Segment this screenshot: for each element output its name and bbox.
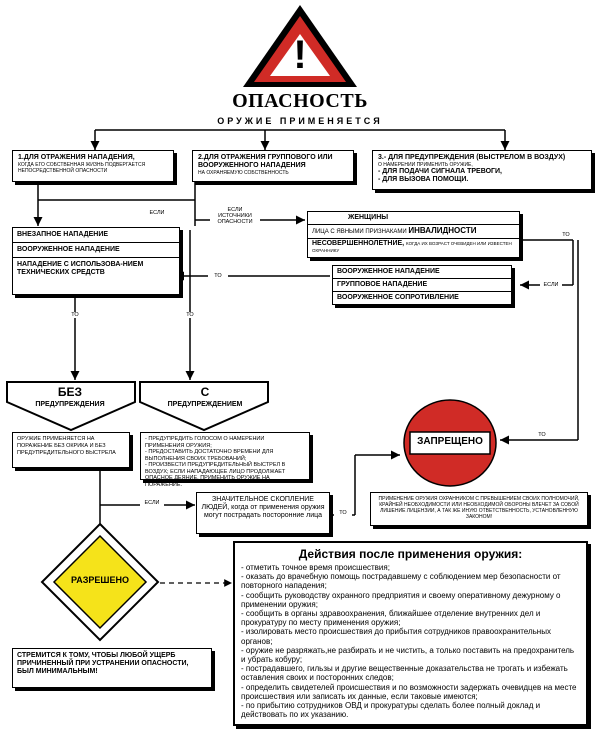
persons-disabled-pre: ЛИЦА С ЯВНЫМИ ПРИЗНАКАМИ: [312, 229, 407, 235]
persons-minors-main: НЕСОВЕРШЕННОЛЕТНИЕ,: [312, 240, 405, 247]
actions-item: - оказать до врачебную помощь пострадавш…: [241, 572, 561, 591]
label-to-crowd: ТО: [334, 510, 352, 516]
label-to-center: ТО: [180, 312, 200, 318]
crowd-box: ЗНАЧИТЕЛЬНОЕ СКОПЛЕНИЕ ЛЮДЕЙ, когда от п…: [196, 492, 330, 534]
with-warning-title: С: [200, 385, 210, 399]
exclamation-mark: !: [293, 33, 307, 77]
label-if-right: ЕСЛИ: [540, 282, 562, 288]
with-warning-step-3: - ПРОИЗВЕСТИ ПРЕДУПРЕДИТЕЛЬНЫЙ ВЫСТРЕЛ В…: [145, 462, 286, 488]
actions-item: - изолировать место происшествия до приб…: [241, 627, 551, 646]
without-warning-title: БЕЗ: [57, 385, 83, 399]
persons-disabled-main: ИНВАЛИДНОСТИ: [408, 226, 477, 235]
actions-item: - сообщить в органы здравоохранения, бли…: [241, 609, 541, 628]
persons-women: ЖЕНЩИНЫ: [308, 212, 519, 225]
case-2-title: 2.ДЛЯ ОТРАЖЕНИЯ ГРУППОВОГО ИЛИ ВООРУЖЕНН…: [198, 154, 333, 169]
without-warning-box: ОРУЖИЕ ПРИМЕНЯЕТСЯ НА ПОРАЖЕНИЕ БЕЗ ОКРИ…: [12, 432, 130, 468]
case-1-title: 1.ДЛЯ ОТРАЖЕНИЯ НАПАДЕНИЯ,: [18, 154, 135, 161]
without-warning-sub: ПРЕДУПРЕЖДЕНИЯ: [35, 401, 105, 408]
actions-item: - определить свидетелей происшествия и п…: [241, 682, 577, 701]
case-3-title: 3.- ДЛЯ ПРЕДУПРЕЖДЕНИЯ (ВЫСТРЕЛОМ В ВОЗД…: [378, 154, 566, 161]
case-3-item-2: - ДЛЯ ВЫЗОВА ПОМОЩИ.: [378, 176, 469, 183]
attack-armed: ВООРУЖЕННОЕ НАПАДЕНИЕ: [333, 266, 511, 279]
actions-box: Действия после применения оружия: - отме…: [233, 541, 588, 726]
label-to-attack: ТО: [208, 273, 228, 279]
with-warning-step-2: - ПРЕДОСТАВИТЬ ДОСТАТОЧНО ВРЕМЕНИ ДЛЯ ВЫ…: [145, 449, 274, 462]
actions-item: - оружие не разряжать,не разбирать и не …: [241, 645, 575, 665]
actions-item: - отметить точное время происшествия;: [241, 563, 390, 572]
group-item-armed: ВООРУЖЕННОЕ НАПАДЕНИЕ: [13, 243, 179, 258]
actions-item: - сообщить руководству охранного предпри…: [241, 590, 561, 609]
allowed-label: РАЗРЕШЕНО: [71, 575, 129, 585]
case-2-note: НА ОХРАНЯЕМУЮ СОБСТВЕННОСТЬ: [198, 170, 289, 176]
with-warning-step-1: - ПРЕДУПРЕДИТЬ ГОЛОСОМ О НАМЕРЕНИИ ПРИМЕ…: [145, 436, 265, 449]
sudden-attack-group: ВНЕЗАПНОЕ НАПАДЕНИЕ ВООРУЖЕННОЕ НАПАДЕНИ…: [12, 227, 180, 295]
case-1-note: КОГДА ЕГО СОБСТВЕННАЯ ЖИЗНЬ ПОДВЕРГАЕТСЯ…: [18, 162, 146, 174]
label-if: ЕСЛИ: [142, 210, 172, 216]
actions-title: Действия после применения оружия:: [298, 547, 523, 561]
case-box-2: 2.ДЛЯ ОТРАЖЕНИЯ ГРУППОВОГО ИЛИ ВООРУЖЕНН…: [192, 150, 354, 182]
persons-minors-note: КОГДА ИХ ВОЗРАСТ ОЧЕВИДЕН ИЛИ ИЗВЕСТЕН О…: [312, 241, 512, 253]
allowed-note: СТРЕМИТСЯ К ТОМУ, ЧТОБЫ ЛЮБОЙ УЩЕРБ ПРИЧ…: [12, 648, 212, 688]
forbidden-label: ЗАПРЕЩЕНО: [417, 436, 483, 447]
group-item-sudden: ВНЕЗАПНОЕ НАПАДЕНИЕ: [13, 228, 179, 243]
case-3-item-1: - ДЛЯ ПОДАЧИ СИГНАЛА ТРЕВОГИ,: [378, 168, 502, 175]
attack-resistance: ВООРУЖЕННОЕ СОПРОТИВЛЕНИЕ: [337, 294, 459, 301]
label-to-left: ТО: [65, 312, 85, 318]
with-warning-box: - ПРЕДУПРЕДИТЬ ГОЛОСОМ О НАМЕРЕНИИ ПРИМЕ…: [140, 432, 310, 488]
forbidden-note: ПРИМЕНЕНИЕ ОРУЖИЯ ОХРАННИКОМ С ПРЕВЫШЕНИ…: [370, 492, 588, 526]
actions-item: - пострадавшего, гильзы и другие веществ…: [241, 664, 568, 683]
persons-minors: НЕСОВЕРШЕННОЛЕТНИЕ, КОГДА ИХ ВОЗРАСТ ОЧЕ…: [308, 239, 519, 255]
actions-list: - отметить точное время происшествия; - …: [241, 563, 580, 719]
actions-item: - по прибытию сотрудников ОВД и прокурат…: [241, 701, 541, 720]
label-if-sources: ЕСЛИ ИСТОЧНИКИ ОПАСНОСТИ: [210, 207, 260, 225]
page-subtitle: ОРУЖИЕ ПРИМЕНЯЕТСЯ: [160, 116, 440, 126]
attack-group: ВООРУЖЕННОЕ НАПАДЕНИЕ ГРУППОВОЕ НАПАДЕНИ…: [332, 265, 512, 305]
case-3-note: О НАМЕРЕНИИ ПРИМЕНИТЬ ОРУЖИЕ,: [378, 162, 473, 168]
warning-triangle-icon: [243, 5, 357, 87]
protected-persons-group: ЖЕНЩИНЫ ЛИЦА С ЯВНЫМИ ПРИЗНАКАМИ ИНВАЛИД…: [307, 211, 520, 258]
allowed-sign-icon: [40, 522, 160, 642]
with-warning-sub: ПРЕДУПРЕЖДЕНИЕМ: [167, 401, 243, 408]
case-box-3: 3.- ДЛЯ ПРЕДУПРЕЖДЕНИЯ (ВЫСТРЕЛОМ В ВОЗД…: [372, 150, 592, 190]
page-title: ОПАСНОСТЬ: [232, 90, 368, 112]
label-to-persons: ТО: [556, 232, 576, 238]
attack-group-item: ГРУППОВОЕ НАПАДЕНИЕ: [333, 279, 511, 292]
persons-disabled: ЛИЦА С ЯВНЫМИ ПРИЗНАКАМИ ИНВАЛИДНОСТИ: [308, 225, 519, 239]
case-box-1: 1.ДЛЯ ОТРАЖЕНИЯ НАПАДЕНИЯ, КОГДА ЕГО СОБ…: [12, 150, 174, 182]
group-item-technical: НАПАДЕНИЕ С ИСПОЛЬЗОВА-НИЕМ ТЕХНИЧЕСКИХ …: [17, 261, 144, 276]
warning-mode-arrows: [6, 381, 269, 432]
label-to-forbidden: ТО: [532, 432, 552, 438]
label-if-crowd: ЕСЛИ: [140, 500, 164, 506]
forbidden-sign-icon: [403, 399, 497, 487]
